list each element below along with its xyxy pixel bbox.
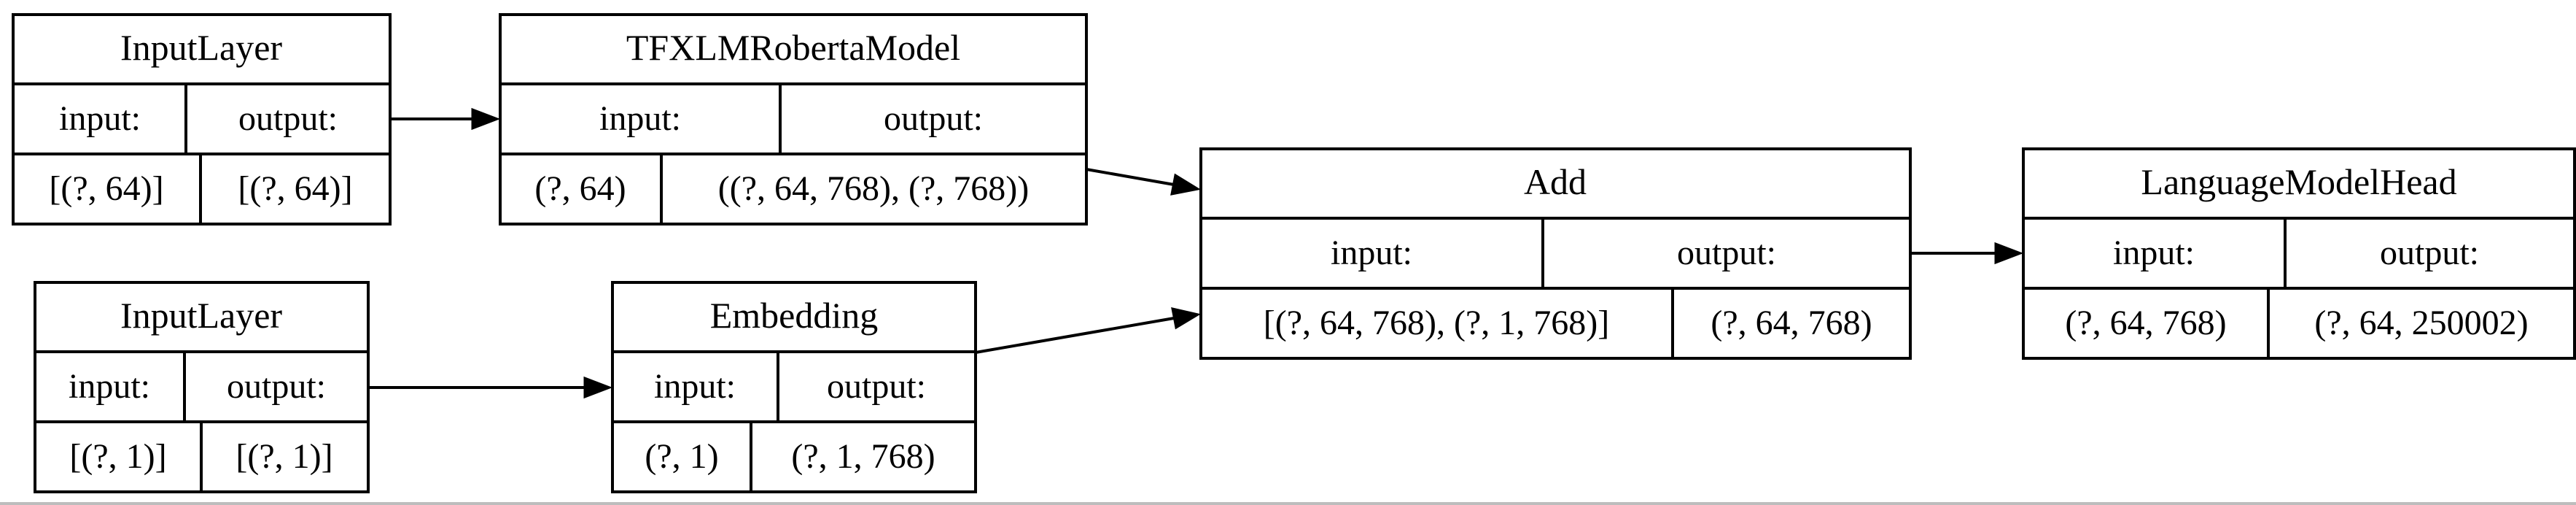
output-value: [(?, 1)] bbox=[236, 437, 332, 476]
input-value: [(?, 64)] bbox=[49, 169, 163, 208]
node-box bbox=[499, 13, 1088, 225]
node-box bbox=[2022, 147, 2576, 360]
edges bbox=[368, 107, 2024, 399]
node-inputlayer-bottom: InputLayer input: output: [(?, 1)] [(?, … bbox=[34, 281, 370, 493]
input-label: input: bbox=[2113, 234, 2195, 272]
node-title: LanguageModelHead bbox=[2141, 161, 2456, 202]
node-title: TFXLMRobertaModel bbox=[626, 27, 960, 68]
input-label: input: bbox=[1331, 234, 1412, 272]
node-box bbox=[1199, 147, 1912, 360]
output-label: output: bbox=[884, 99, 983, 138]
input-value: (?, 1) bbox=[645, 437, 718, 476]
input-value: (?, 64, 768) bbox=[2065, 304, 2226, 342]
node-add: Add input: output: [(?, 64, 768), (?, 1,… bbox=[1199, 147, 1912, 360]
input-label: input: bbox=[69, 367, 150, 406]
node-box bbox=[611, 281, 977, 493]
edge-inputlayer1-to-tfxlm bbox=[390, 107, 501, 131]
output-value: ((?, 64, 768), (?, 768)) bbox=[718, 169, 1030, 208]
input-value: (?, 64) bbox=[534, 169, 626, 208]
input-label: input: bbox=[599, 99, 681, 138]
edge-inputlayer2-to-embedding bbox=[368, 376, 613, 399]
node-languagemodelhead: LanguageModelHead input: output: (?, 64,… bbox=[2022, 147, 2576, 360]
output-label: output: bbox=[827, 367, 926, 406]
input-value: [(?, 64, 768), (?, 1, 768)] bbox=[1264, 304, 1610, 342]
output-value: (?, 1, 768) bbox=[791, 437, 935, 476]
output-value: (?, 64, 250002) bbox=[2314, 304, 2528, 342]
input-value: [(?, 1)] bbox=[69, 437, 166, 476]
node-embedding: Embedding input: output: (?, 1) (?, 1, 7… bbox=[611, 281, 977, 493]
output-value: [(?, 64)] bbox=[238, 169, 352, 208]
output-label: output: bbox=[227, 367, 326, 406]
edge-tfxlm-to-add bbox=[1086, 168, 1202, 196]
output-label: output: bbox=[1677, 234, 1776, 272]
node-title: InputLayer bbox=[120, 27, 282, 68]
node-tfxlmrobertamodel: TFXLMRobertaModel input: output: (?, 64)… bbox=[499, 13, 1088, 225]
output-label: output: bbox=[2380, 234, 2479, 272]
node-title: Add bbox=[1524, 161, 1587, 202]
input-label: input: bbox=[59, 99, 141, 138]
input-label: input: bbox=[654, 367, 736, 406]
output-label: output: bbox=[238, 99, 338, 138]
node-title: Embedding bbox=[710, 295, 879, 336]
edge-add-to-lmhead bbox=[1910, 242, 2024, 265]
node-inputlayer-top: InputLayer input: output: [(?, 64)] [(?,… bbox=[12, 13, 392, 225]
node-title: InputLayer bbox=[120, 295, 282, 336]
output-value: (?, 64, 768) bbox=[1711, 304, 1872, 342]
edge-embedding-to-add bbox=[975, 307, 1201, 354]
